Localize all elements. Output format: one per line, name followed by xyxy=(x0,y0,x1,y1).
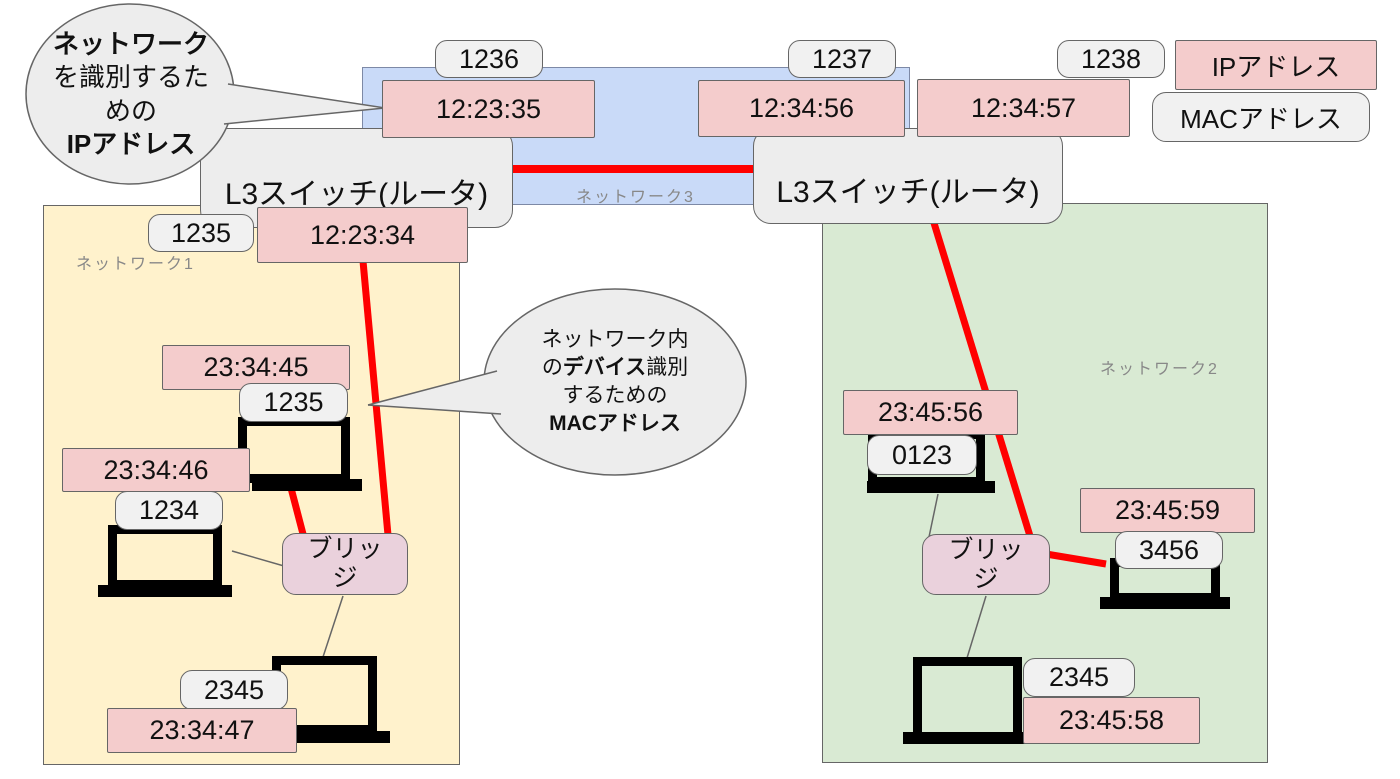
mac-note-text: ネットワーク内 のデバイス識別 するための MACアドレス xyxy=(541,328,689,435)
n2-device3-mac-box: 2345 xyxy=(1023,658,1135,697)
router-right-wan-left-ip-box: 12:34:56 xyxy=(698,80,905,137)
ip-note-text: ネットワーク を識別するた めの IPアドレス xyxy=(52,29,209,159)
router-left-lan-mac-box: 1235 xyxy=(148,214,254,252)
bridge-left: ブリッジ xyxy=(282,533,408,595)
bridge-right-label: ブリッジ xyxy=(948,535,1024,593)
bridge-right: ブリッジ xyxy=(922,534,1050,595)
network3-label: ネットワーク3 xyxy=(576,189,695,206)
laptop-base xyxy=(867,481,995,493)
router-left-wan-ip-box: 12:23:35 xyxy=(382,80,595,138)
laptop-screen xyxy=(238,417,350,483)
n1-device2-mac-box: 1234 xyxy=(115,491,223,530)
legend-ip-address: IPアドレス xyxy=(1175,40,1377,90)
n1-device1-mac-box: 1235 xyxy=(239,383,348,422)
n2-device3-ip-box: 23:45:58 xyxy=(1023,697,1200,744)
router-left-lan-ip-box: 12:23:34 xyxy=(257,207,468,263)
n1-device1-ip-box: 23:34:45 xyxy=(162,345,350,390)
n1-device3-ip-box: 23:34:47 xyxy=(107,708,297,753)
router-right-wan-right-mac-box: 1238 xyxy=(1057,40,1165,78)
laptop-base xyxy=(903,732,1025,744)
n2-device2-mac-box: 3456 xyxy=(1115,531,1223,569)
n2-device2-ip-box: 23:45:59 xyxy=(1080,488,1255,533)
router-left-wan-mac-box: 1236 xyxy=(435,40,543,78)
legend-mac-address: MACアドレス xyxy=(1152,92,1370,142)
laptop-base xyxy=(98,585,232,597)
ip-note-tail-edge xyxy=(223,107,386,125)
network1-label: ネットワーク1 xyxy=(76,256,195,273)
router-right: L3スイッチ(ルータ) xyxy=(753,128,1063,224)
router-left-label: L3スイッチ(ルータ) xyxy=(224,178,489,211)
laptop-screen xyxy=(913,657,1022,741)
laptop-base xyxy=(1100,597,1230,609)
n2-device1-ip-box: 23:45:56 xyxy=(843,390,1018,435)
laptop-base xyxy=(287,731,390,743)
router-right-label: L3スイッチ(ルータ) xyxy=(776,176,1040,209)
n1-device3-mac-box: 2345 xyxy=(180,670,288,710)
router-right-wan-right-ip-box: 12:34:57 xyxy=(917,79,1130,137)
router-right-wan-left-mac-box: 1237 xyxy=(788,40,896,78)
laptop-base xyxy=(252,479,362,491)
n1-device2-ip-box: 23:34:46 xyxy=(62,448,250,492)
network2-label: ネットワーク2 xyxy=(1100,361,1219,378)
n2-device1-mac-box: 0123 xyxy=(867,435,977,475)
laptop-screen xyxy=(108,525,222,589)
ip-note-bubble-tail xyxy=(224,84,385,124)
bridge-left-label: ブリッジ xyxy=(307,535,383,592)
